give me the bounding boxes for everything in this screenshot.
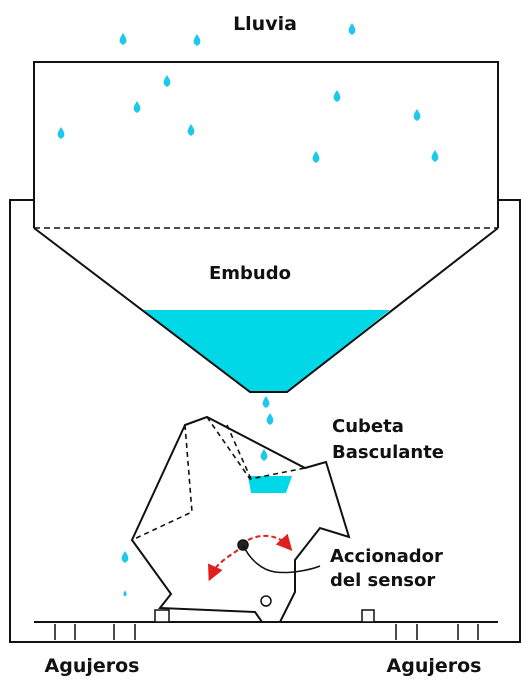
funnel-water <box>142 310 390 392</box>
raindrop-icon <box>193 34 201 46</box>
bucket-support-left <box>154 609 170 623</box>
raindrop-icon <box>431 150 439 162</box>
raindrops <box>57 23 439 597</box>
drain-holes-right <box>395 624 479 640</box>
raindrop-icon <box>187 124 195 136</box>
raindrop-icon <box>121 551 129 563</box>
bucket-label-line1: Cubeta <box>332 416 404 437</box>
raindrop-icon <box>262 396 270 408</box>
raindrop-icon <box>260 449 268 461</box>
funnel-label: Embudo <box>209 263 291 284</box>
raindrop-icon <box>123 590 127 597</box>
collector-housing <box>33 61 499 228</box>
holes-label-right: Agujeros <box>387 655 482 677</box>
bucket-water <box>248 476 292 493</box>
raindrop-icon <box>119 33 127 45</box>
bucket-label-line2: Basculante <box>332 442 444 463</box>
funnel <box>33 227 499 393</box>
holes-label-left: Agujeros <box>45 655 140 677</box>
raindrop-icon <box>348 23 356 35</box>
raindrop-icon <box>266 413 274 425</box>
actuator-label-line1: Accionador <box>330 546 443 567</box>
raindrop-icon <box>413 109 421 121</box>
bucket-support-right <box>361 609 375 623</box>
tilt-arrow-right <box>247 533 293 551</box>
raindrop-icon <box>133 101 141 113</box>
rain-label: Lluvia <box>233 13 297 35</box>
tilt-arrow-left <box>208 549 239 582</box>
gauge-body <box>9 199 521 643</box>
raindrop-icon <box>312 151 320 163</box>
raindrop-icon <box>333 90 341 102</box>
actuator-leader-line <box>242 544 321 574</box>
actuator-label-line2: del sensor <box>330 570 435 591</box>
drain-holes-left <box>54 624 136 640</box>
tipping-bucket <box>130 415 351 623</box>
raindrop-icon <box>163 75 171 87</box>
raindrop-icon <box>57 127 65 139</box>
